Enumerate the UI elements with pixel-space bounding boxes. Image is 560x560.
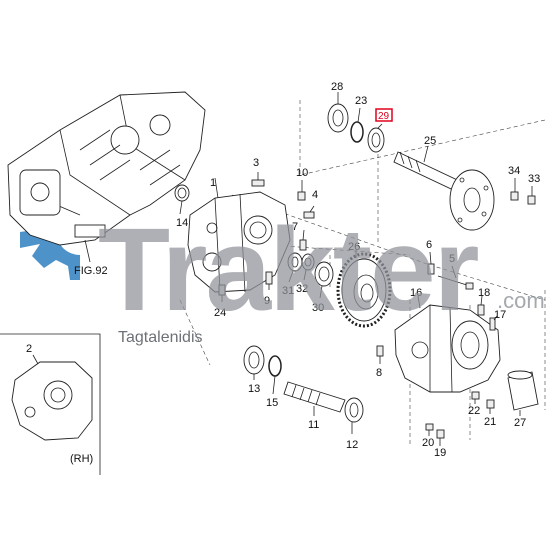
part-20-nut	[425, 423, 434, 436]
callout-17: 17	[494, 309, 506, 321]
callout-25: 25	[424, 135, 436, 147]
inset-rh-view	[0, 333, 101, 475]
part-8-pin	[376, 345, 384, 364]
callout-8: 8	[376, 367, 382, 379]
part-23-snap-ring	[350, 107, 364, 143]
highlight-box-29	[375, 108, 393, 122]
watermark-domain: .com	[497, 288, 545, 313]
callout-13: 13	[248, 383, 260, 395]
part-28-bearing	[327, 92, 349, 133]
callout-15: 15	[266, 397, 278, 409]
callout-24: 24	[214, 307, 226, 319]
callout-7: 7	[292, 221, 298, 233]
callout-27: 27	[514, 417, 526, 429]
callout-20: 20	[422, 437, 434, 449]
part-9-bolt	[265, 271, 273, 290]
callout-2: 2	[26, 343, 32, 355]
part-24-pin	[218, 284, 226, 302]
callout-22: 22	[468, 405, 480, 417]
callout-26: 26	[348, 241, 360, 253]
callout-34: 34	[508, 165, 520, 177]
part-16-axle-case	[394, 295, 501, 393]
callout-10: 10	[296, 167, 308, 179]
watermark-tagline: Tagtalenidis	[118, 329, 203, 346]
part-26-gear	[336, 250, 392, 328]
callout-32: 32	[296, 283, 308, 295]
callout-12: 12	[346, 439, 358, 451]
callout-14: 14	[176, 217, 188, 229]
callout-33: 33	[528, 173, 540, 185]
part-25-axle-shaft	[393, 145, 495, 231]
callout-18: 18	[478, 287, 490, 299]
part-21-bolt	[486, 399, 495, 414]
callout-1: 1	[210, 177, 216, 189]
callout-3: 3	[253, 157, 259, 169]
callout-11: 11	[308, 419, 319, 431]
callout-19: 19	[434, 447, 446, 459]
part-29-seal	[367, 123, 385, 153]
callout-29: 29	[378, 111, 390, 122]
callout-28: 28	[331, 81, 343, 93]
part-3-bolt	[251, 172, 265, 187]
callout-6: 6	[426, 239, 432, 251]
part-30-bearing	[314, 261, 334, 299]
callout-4: 4	[312, 189, 318, 201]
part-7-pin	[299, 229, 307, 251]
part-10-plug	[297, 180, 306, 201]
fig-reference: FIG.92	[74, 265, 108, 277]
part-5-bolt	[437, 265, 474, 290]
watermark-brand: Trakter	[98, 204, 479, 336]
part-17-pin	[489, 315, 498, 331]
part-32-bearing	[301, 253, 315, 281]
part-6-pin	[427, 251, 435, 275]
callout-5: 5	[449, 253, 455, 265]
callout-9: 9	[264, 295, 270, 307]
part-34-bolt	[510, 178, 519, 201]
part-1-transfer-case	[187, 177, 291, 293]
part-15-snap-ring	[268, 355, 282, 395]
transmission-housing	[7, 91, 206, 246]
part-4-bolt	[303, 205, 315, 219]
part-27-sleeve	[507, 370, 539, 416]
part-19-washer	[436, 429, 445, 446]
callout-31: 31	[282, 285, 294, 297]
callout-21: 21	[484, 416, 496, 428]
part-22-nut	[471, 391, 480, 404]
part-13-bearing	[243, 345, 265, 380]
callout-30: 30	[312, 302, 324, 314]
callout-23: 23	[355, 95, 367, 107]
part-14-o-ring	[174, 184, 190, 215]
part-33-bolt	[527, 186, 536, 205]
part-12-bearing	[344, 397, 364, 434]
part-18-bolt	[477, 295, 485, 316]
part-11-pinion-shaft	[283, 381, 346, 416]
inset-label-rh: (RH)	[70, 453, 93, 465]
callout-16: 16	[410, 287, 422, 299]
